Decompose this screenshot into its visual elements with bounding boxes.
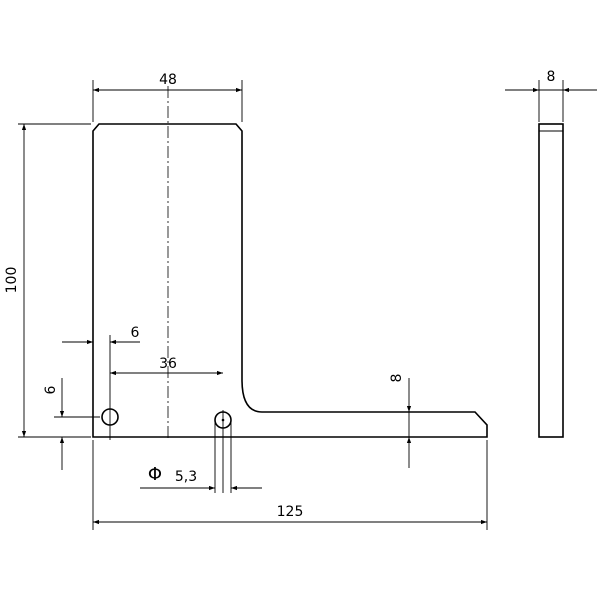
dim-flange-thickness-label: 8 <box>389 374 405 383</box>
dim-flange-thickness: 8 <box>389 374 412 468</box>
dim-hole-edge-offset-x-label: 6 <box>131 325 140 341</box>
dim-hole-diameter: Φ 5,3 <box>140 420 262 493</box>
dim-width-top-label: 48 <box>159 72 177 88</box>
dim-thickness-label: 8 <box>547 69 556 85</box>
dim-height: 100 <box>4 123 91 438</box>
side-view-outline <box>538 123 564 438</box>
dim-height-label: 100 <box>4 267 20 294</box>
diameter-symbol: Φ <box>148 464 162 485</box>
dim-total-length: 125 <box>92 440 488 530</box>
dim-total-length-label: 125 <box>277 504 304 520</box>
bracket-outline <box>92 123 488 438</box>
dim-hole-spacing-label: 36 <box>159 356 177 372</box>
dim-thickness: 8 <box>505 69 597 122</box>
dim-hole-edge-offset-x: 6 <box>62 325 140 440</box>
dim-hole-diameter-label: 5,3 <box>175 469 197 485</box>
dim-hole-spacing: 36 <box>110 356 224 493</box>
dim-hole-edge-offset-y-label: 6 <box>43 385 59 394</box>
dim-hole-edge-offset-y: 6 <box>43 378 100 470</box>
dim-width-top: 48 <box>92 72 243 122</box>
